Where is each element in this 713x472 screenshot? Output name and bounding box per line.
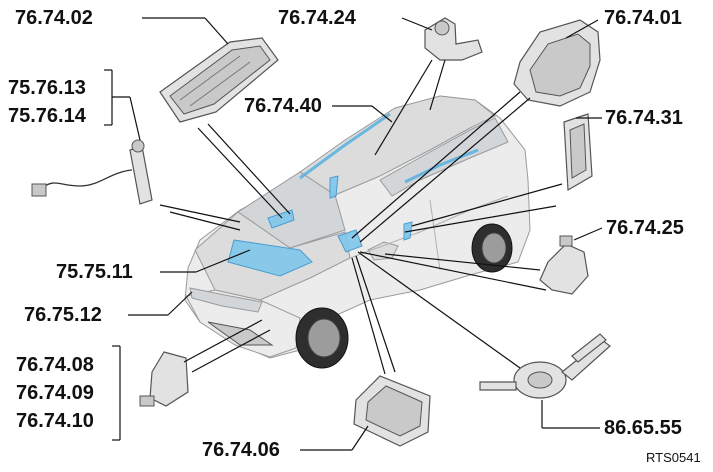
driver-airbag-module — [513, 19, 601, 107]
label-76-74-31: 76.74.31 — [605, 107, 683, 129]
vehicle-illustration — [184, 95, 531, 369]
leader-lines — [104, 17, 603, 451]
side-impact-sensor — [139, 351, 189, 407]
label-76-74-09: 76.74.09 — [16, 382, 94, 404]
seatbelt-pretensioner — [31, 139, 153, 205]
clockspring-switch-assembly — [479, 333, 611, 399]
curtain-airbag-highlight — [299, 112, 391, 180]
vehicle-airbag-highlights — [227, 112, 479, 277]
label-76-74-24: 76.74.24 — [278, 7, 356, 29]
restraints-control-module — [353, 375, 431, 447]
label-76-74-01: 76.74.01 — [604, 7, 682, 29]
label-76-75-12: 76.75.12 — [24, 304, 102, 326]
label-75-76-13: 75.76.13 — [8, 77, 86, 99]
label-75-75-11: 75.75.11 — [56, 261, 133, 283]
steering-airbag-highlight — [337, 229, 363, 253]
figure-reference: RTS0541 — [646, 450, 701, 465]
label-76-74-08: 76.74.08 — [16, 354, 94, 376]
label-76-74-40: 76.74.40 — [244, 95, 322, 117]
front-impact-sensor — [539, 235, 589, 295]
label-75-76-14: 75.76.14 — [8, 105, 86, 127]
passenger-airbag-highlight — [267, 209, 295, 229]
label-76-74-10: 76.74.10 — [16, 410, 94, 432]
label-76-74-06: 76.74.06 — [202, 439, 280, 461]
side-airbag-module — [563, 113, 593, 192]
passenger-airbag-module — [159, 37, 279, 123]
label-76-74-25: 76.74.25 — [606, 217, 684, 239]
label-86-65-55: 86.65.55 — [604, 417, 682, 439]
label-76-74-02: 76.74.02 — [15, 7, 93, 29]
impact-sensor-module — [424, 17, 483, 61]
